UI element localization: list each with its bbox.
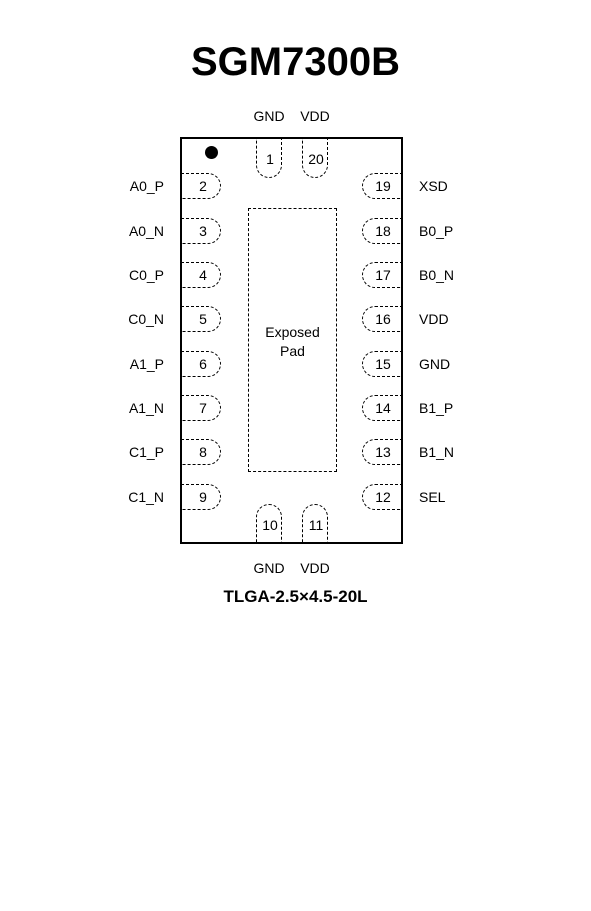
pin-number: 20 (308, 151, 324, 167)
pad-top-1: 1 (256, 138, 282, 178)
chip-outline (180, 137, 403, 544)
pin-number: 7 (199, 400, 207, 416)
pin-number: 6 (199, 356, 207, 372)
package-label: TLGA-2.5×4.5-20L (223, 587, 368, 606)
pin-label-right-6: B1_P (419, 400, 454, 416)
pin-number: 14 (375, 400, 391, 416)
pad-left-5: 6 (181, 351, 221, 377)
pin-number: 10 (262, 517, 278, 533)
pin-number: 12 (375, 489, 391, 505)
pin-number: 19 (375, 178, 391, 194)
pad-left-8: 9 (181, 484, 221, 510)
pin-label-right-7: B1_N (419, 444, 455, 460)
pin-number: 9 (199, 489, 207, 505)
pin-label-right-3: B0_N (419, 267, 455, 283)
diagram-title: SGM7300B (191, 40, 400, 84)
pad-left-1: 2 (181, 173, 221, 199)
exposed-pad-label-line2: Pad (280, 343, 305, 359)
pad-bottom-1: 10 (256, 504, 282, 544)
pin-label-left-7: C1_P (128, 444, 164, 460)
pin-label-left-3: C0_P (128, 267, 164, 283)
pin-number: 13 (375, 444, 391, 460)
pin-number: 11 (308, 517, 324, 533)
exposed-pad-label: Exposed Pad (248, 323, 337, 361)
pad-top-2: 20 (302, 138, 328, 178)
pin-label-right-8: SEL (419, 489, 446, 505)
pin-label-top-1: GND (253, 108, 285, 124)
pin-label-right-2: B0_P (419, 223, 454, 239)
pad-right-1: 19 (362, 173, 402, 199)
pin-number: 5 (199, 311, 207, 327)
pad-left-7: 8 (181, 439, 221, 465)
pin-label-left-1: A0_P (129, 178, 164, 194)
pad-right-6: 14 (362, 395, 402, 421)
pin-number: 15 (375, 356, 391, 372)
pad-left-4: 5 (181, 306, 221, 332)
pin-number: 17 (375, 267, 391, 283)
pin-label-left-2: A0_N (128, 223, 164, 239)
exposed-pad-label-line1: Exposed (265, 324, 320, 340)
pin-label-bottom-2: VDD (300, 560, 330, 576)
pad-right-5: 15 (362, 351, 402, 377)
pin-label-right-1: XSD (419, 178, 448, 194)
pad-left-3: 4 (181, 262, 221, 288)
pin-label-right-5: GND (419, 356, 451, 372)
pin-label-top-2: VDD (300, 108, 330, 124)
pin-number: 8 (199, 444, 207, 460)
pad-right-3: 17 (362, 262, 402, 288)
pin-number: 2 (199, 178, 207, 194)
pad-left-6: 7 (181, 395, 221, 421)
pin-number: 4 (199, 267, 207, 283)
pin-number: 1 (266, 151, 274, 167)
pin-number: 16 (375, 311, 391, 327)
pad-right-7: 13 (362, 439, 402, 465)
pin1-marker-dot (205, 146, 218, 159)
pad-bottom-2: 11 (302, 504, 328, 544)
pin-number: 18 (375, 223, 391, 239)
pin-label-left-8: C1_N (128, 489, 164, 505)
pin-number: 3 (199, 223, 207, 239)
pin-label-bottom-1: GND (253, 560, 285, 576)
pad-right-2: 18 (362, 218, 402, 244)
pad-right-4: 16 (362, 306, 402, 332)
pin-label-left-4: C0_N (128, 311, 164, 327)
pad-right-8: 12 (362, 484, 402, 510)
pin-label-left-5: A1_P (129, 356, 164, 372)
pin-label-right-4: VDD (419, 311, 449, 327)
pad-left-2: 3 (181, 218, 221, 244)
exposed-pad (248, 208, 337, 472)
pin-label-left-6: A1_N (128, 400, 164, 416)
